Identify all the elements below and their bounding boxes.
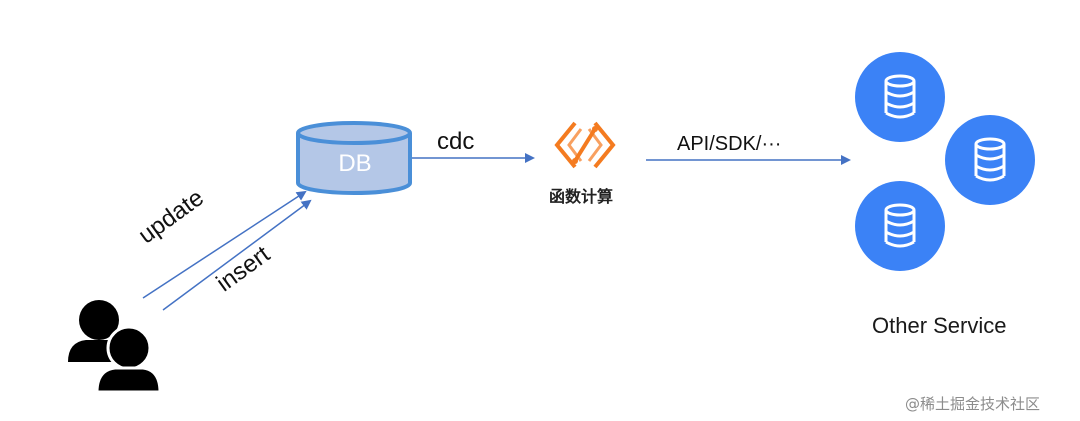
other-service-label: Other Service [872, 313, 1007, 338]
users-icon [68, 300, 162, 394]
function-compute-logo-icon [554, 121, 616, 169]
service-node-right [945, 115, 1035, 205]
update-arrow [142, 190, 307, 299]
watermark: @稀土掘金技术社区 [905, 395, 1041, 413]
api-label: API/SDK/··· [677, 133, 782, 155]
function-compute-label: 函数计算 [549, 187, 614, 206]
db-label: DB [338, 150, 372, 177]
service-node-bottom [855, 181, 945, 271]
insert-arrow [162, 199, 312, 311]
cdc-label: cdc [437, 128, 475, 155]
service-node-top [855, 52, 945, 142]
database-cylinder-icon [296, 121, 412, 195]
